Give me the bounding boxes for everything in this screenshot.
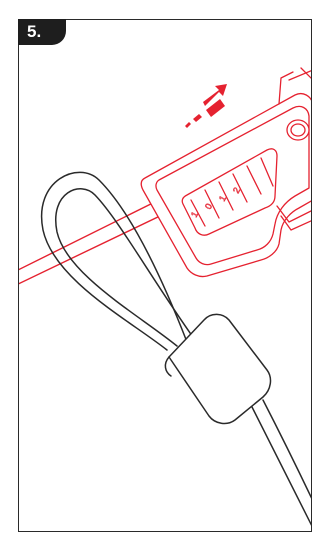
step-number-label: 5. xyxy=(27,22,42,41)
cable-ferrule xyxy=(164,313,272,425)
dial-digits: 1 0 1 2 xyxy=(189,186,243,220)
instruction-panel: 1 0 1 2 xyxy=(18,19,312,532)
step-number-badge: 5. xyxy=(18,19,66,45)
push-arrow-icon xyxy=(185,84,227,128)
svg-text:0: 0 xyxy=(203,202,214,211)
svg-text:2: 2 xyxy=(231,186,242,195)
instruction-illustration: 1 0 1 2 xyxy=(19,67,311,526)
svg-text:1: 1 xyxy=(189,210,200,219)
cable-loop xyxy=(40,171,311,526)
combination-lock: 1 0 1 2 xyxy=(140,67,311,278)
svg-text:1: 1 xyxy=(217,194,228,203)
lock-dial-wheels xyxy=(190,157,274,227)
